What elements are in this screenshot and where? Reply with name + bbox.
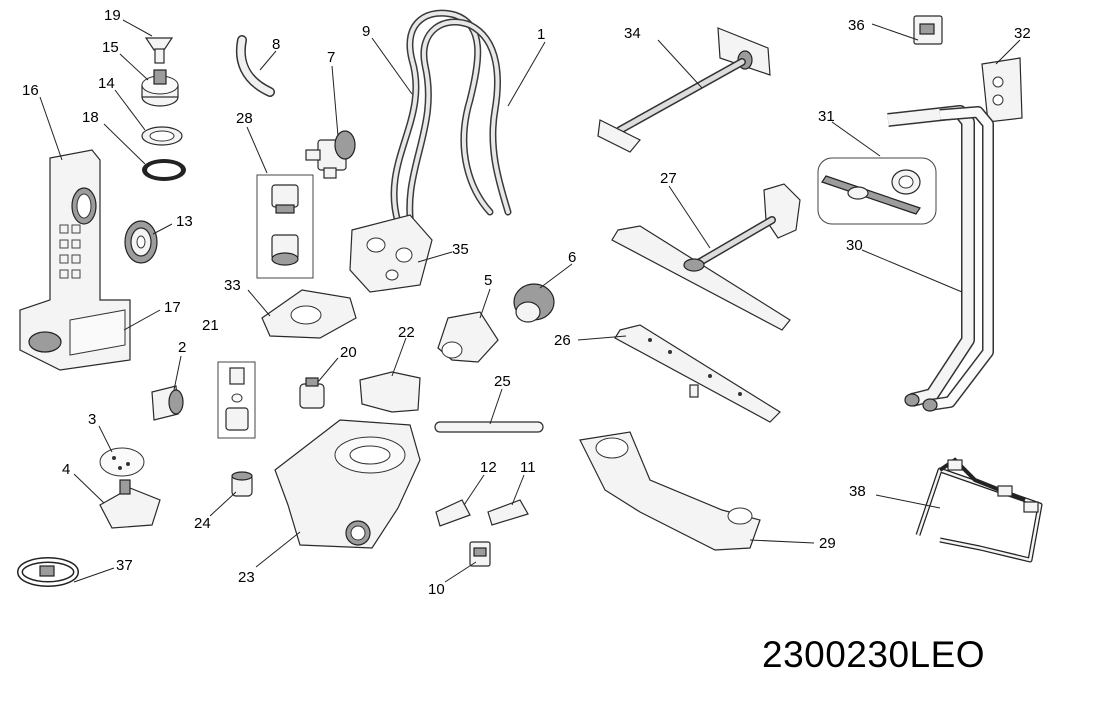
part-28-fittings <box>256 174 314 279</box>
part-34-spray-tube <box>597 27 771 153</box>
callout-5: 5 <box>484 272 492 289</box>
part-11-clip <box>487 499 529 526</box>
callout-9: 9 <box>362 23 370 40</box>
part-2-cap <box>151 385 184 421</box>
part-5-elbow <box>437 311 499 363</box>
callout-34: 34 <box>624 25 641 42</box>
part-4-pump-base <box>99 479 161 529</box>
callout-labels: 1 2 3 4 5 6 7 8 9 10 11 12 13 14 15 16 1… <box>22 7 1031 598</box>
callout-32: 32 <box>1014 25 1031 42</box>
part-13-cover <box>124 220 158 264</box>
leader-lines <box>39 19 1021 583</box>
callout-12: 12 <box>480 459 497 476</box>
part-15-cap <box>141 69 179 107</box>
part-38-rack-support <box>915 457 1043 563</box>
part-12-clip <box>435 499 471 527</box>
callout-35: 35 <box>452 241 469 258</box>
part-33-base-plate <box>261 289 357 339</box>
callout-27: 27 <box>660 170 677 187</box>
callout-16: 16 <box>22 82 39 99</box>
callout-24: 24 <box>194 515 211 532</box>
callout-29: 29 <box>819 535 836 552</box>
part-21-fittings <box>217 361 256 439</box>
callout-36: 36 <box>848 17 865 34</box>
callout-22: 22 <box>398 324 415 341</box>
callout-26: 26 <box>554 332 571 349</box>
callout-11: 11 <box>520 459 536 476</box>
callout-8: 8 <box>272 36 280 53</box>
part-23-sump <box>274 419 421 549</box>
callout-25: 25 <box>494 373 511 390</box>
part-24-connector <box>231 471 253 497</box>
part-14-ring <box>141 126 183 146</box>
callout-31: 31 <box>818 108 835 125</box>
part-8-elbow-tube <box>235 35 275 97</box>
callout-3: 3 <box>88 411 96 428</box>
part-22-bracket <box>359 371 421 413</box>
callout-28: 28 <box>236 110 253 127</box>
callout-23: 23 <box>238 569 255 586</box>
part-6-motor <box>513 283 555 323</box>
part-27-upper-arm-assembly <box>611 183 801 331</box>
callout-1: 1 <box>537 26 545 43</box>
part-16-dispenser-housing <box>19 149 131 371</box>
part-32-connector-block <box>981 57 1023 123</box>
part-10-latch <box>469 541 491 567</box>
callout-38: 38 <box>849 483 866 500</box>
part-25-rod <box>434 421 544 433</box>
callout-19: 19 <box>104 7 121 24</box>
callout-17: 17 <box>164 299 181 316</box>
part-9-drain-hose <box>390 9 494 226</box>
callout-30: 30 <box>846 237 863 254</box>
part-20-float <box>299 377 325 409</box>
part-18-gasket <box>142 159 186 181</box>
part-37-clamp <box>17 557 79 587</box>
callout-14: 14 <box>98 75 115 92</box>
callout-2: 2 <box>178 339 186 356</box>
callout-18: 18 <box>82 109 99 126</box>
part-3-disc <box>99 447 145 477</box>
diagram-code: 2300230LEO <box>762 634 986 675</box>
part-1-hose <box>406 18 512 236</box>
part-30-feed-tube <box>887 105 994 412</box>
part-35-manifold <box>349 214 433 293</box>
callout-20: 20 <box>340 344 357 361</box>
callout-10: 10 <box>428 581 445 598</box>
callout-15: 15 <box>102 39 119 56</box>
part-36-bracket <box>913 15 943 45</box>
part-29-spray-support <box>579 431 761 551</box>
callout-7: 7 <box>327 49 335 66</box>
part-31-spray-arm-set <box>817 157 937 225</box>
part-26-spray-arm <box>614 324 781 423</box>
callout-6: 6 <box>568 249 576 266</box>
callout-33: 33 <box>224 277 241 294</box>
callout-37: 37 <box>116 557 133 574</box>
part-19-cap <box>144 37 174 64</box>
callout-21: 21 <box>202 317 219 334</box>
callout-4: 4 <box>62 461 70 478</box>
callout-13: 13 <box>176 213 193 230</box>
part-7-inlet-valve <box>305 130 356 179</box>
